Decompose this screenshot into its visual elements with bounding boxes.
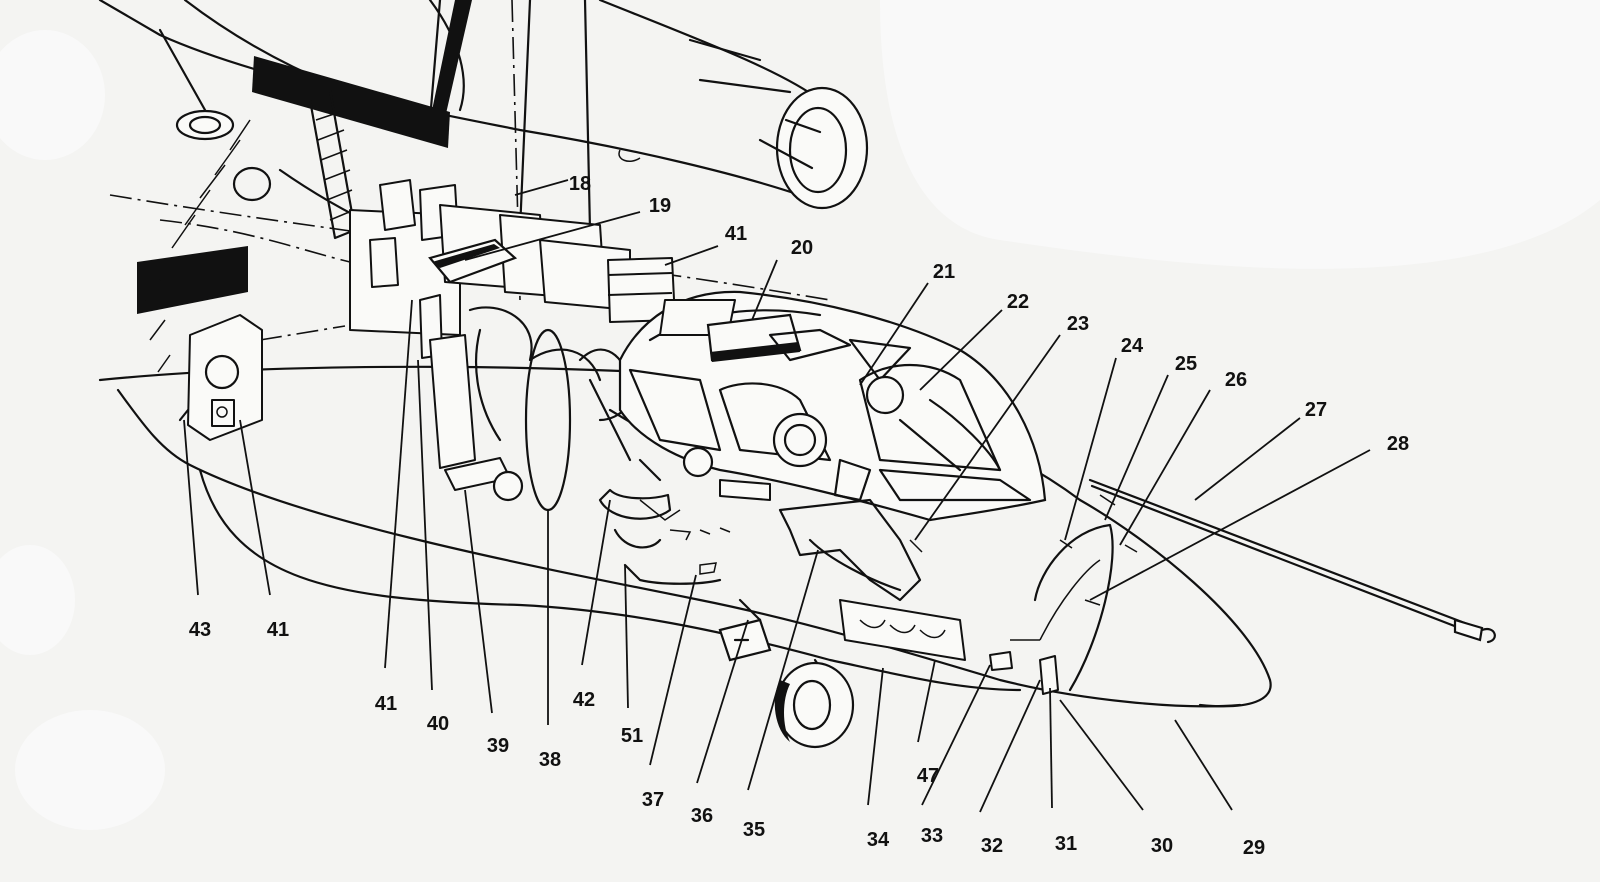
lower-fuselage-details: [623, 479, 1138, 695]
callout-47: 47: [917, 765, 939, 787]
avionics-racks: [349, 179, 676, 359]
callout-40: 40: [427, 713, 449, 735]
callout-labels: 18 19 41 20 21 22 23 24 25 26 27 28 29 3…: [189, 173, 1409, 859]
leader-lines: [183, 179, 1371, 813]
crew-compartment: [429, 306, 681, 549]
engine-nacelle: [98, 0, 869, 210]
callout-30: 30: [1151, 835, 1173, 857]
callout-33: 33: [921, 825, 943, 847]
pylon-structure: [137, 0, 592, 373]
callout-31: 31: [1055, 833, 1077, 855]
callout-24: 24: [1121, 335, 1144, 357]
callout-43: 43: [189, 619, 211, 641]
callout-19: 19: [649, 195, 671, 217]
callout-22: 22: [1007, 291, 1029, 313]
cockpit-canopy: [618, 290, 1047, 522]
callout-37: 37: [642, 789, 664, 811]
callout-29: 29: [1243, 837, 1265, 859]
callout-27: 27: [1305, 399, 1327, 421]
callout-41-lower: 41: [375, 693, 397, 715]
callout-20: 20: [791, 237, 813, 259]
callout-34: 34: [867, 829, 890, 851]
pitot-probe: [1088, 478, 1496, 644]
callout-23: 23: [1067, 313, 1089, 335]
callout-41-top: 41: [725, 223, 747, 245]
callout-35: 35: [743, 819, 765, 841]
callout-28: 28: [1387, 433, 1409, 455]
callout-26: 26: [1225, 369, 1247, 391]
nose-landing-gear: [774, 658, 855, 749]
callout-25: 25: [1175, 353, 1197, 375]
callout-18: 18: [569, 173, 591, 195]
callout-51: 51: [621, 725, 643, 747]
callout-41-left: 41: [267, 619, 289, 641]
callout-21: 21: [933, 261, 955, 283]
callout-36: 36: [691, 805, 713, 827]
callout-39: 39: [487, 735, 509, 757]
callout-32: 32: [981, 835, 1003, 857]
callout-42: 42: [573, 689, 595, 711]
callout-38: 38: [539, 749, 561, 771]
rear-equipment: [178, 314, 263, 441]
page-margin-smudges: [0, 0, 1600, 830]
